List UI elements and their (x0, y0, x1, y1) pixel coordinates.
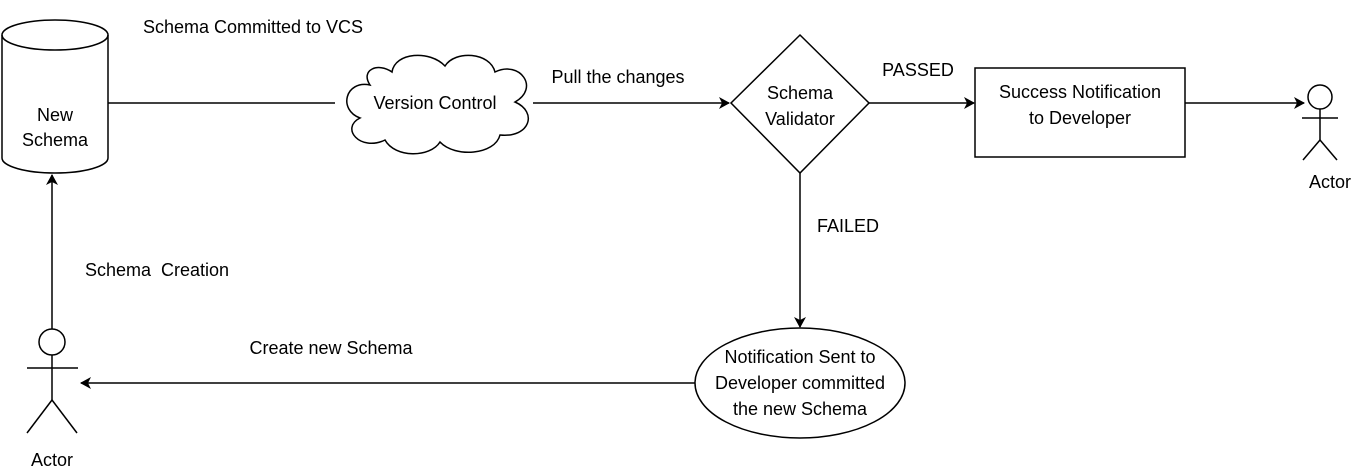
actor-right-label: Actor (1309, 172, 1351, 192)
edge-label-create: Create new Schema (249, 338, 413, 358)
version-control-label: Version Control (373, 93, 496, 113)
actor-left-icon[interactable] (26, 328, 78, 434)
actor-left-label: Actor (31, 450, 73, 470)
new-schema-label-2: Schema (22, 130, 89, 150)
notification-label-2: Developer committed (715, 373, 885, 393)
schema-validator-decision[interactable]: Schema Validator (729, 33, 871, 175)
success-notification-box[interactable]: Success Notification to Developer (974, 67, 1186, 158)
notification-label-3: the new Schema (733, 399, 868, 419)
edge-label-committed: Schema Committed to VCS (143, 17, 363, 37)
actor-right-icon[interactable] (1302, 84, 1338, 161)
edge-label-creation: Schema Creation (85, 260, 229, 280)
notification-sent-node[interactable]: Notification Sent to Developer committed… (694, 327, 906, 439)
success-label-1: Success Notification (999, 82, 1161, 102)
edge-label-failed: FAILED (817, 216, 879, 236)
new-schema-label-1: New (37, 105, 74, 125)
edge-label-passed: PASSED (882, 60, 954, 80)
validator-label-2: Validator (765, 109, 835, 129)
version-control-cloud[interactable]: Version Control (346, 54, 530, 155)
new-schema-database[interactable]: New Schema (1, 19, 109, 174)
notification-label-1: Notification Sent to (724, 347, 875, 367)
success-label-2: to Developer (1029, 108, 1131, 128)
edge-label-pull: Pull the changes (551, 67, 684, 87)
validator-label-1: Schema (767, 83, 834, 103)
